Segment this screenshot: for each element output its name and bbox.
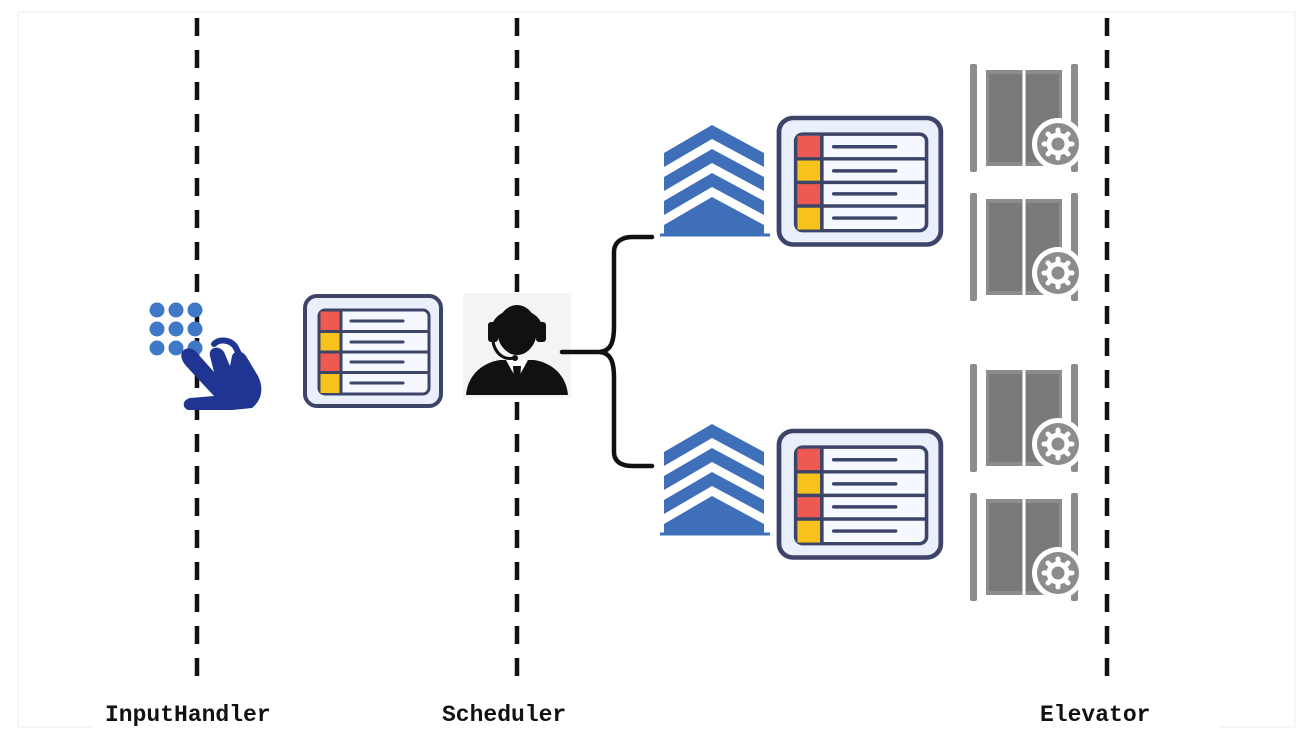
scheduler-connector (559, 234, 655, 469)
keypad-touch-icon (149, 302, 262, 410)
input-handler-label: InputHandler (105, 702, 271, 728)
scheduler-label: Scheduler (442, 702, 566, 728)
building-request-list-icon-bottom (779, 431, 941, 558)
elevator-label: Elevator (1040, 702, 1150, 728)
input-request-list-icon (303, 294, 443, 408)
label-strip (93, 700, 1219, 730)
operator-headset-icon (463, 293, 571, 398)
building-request-list-icon-top (779, 118, 941, 245)
